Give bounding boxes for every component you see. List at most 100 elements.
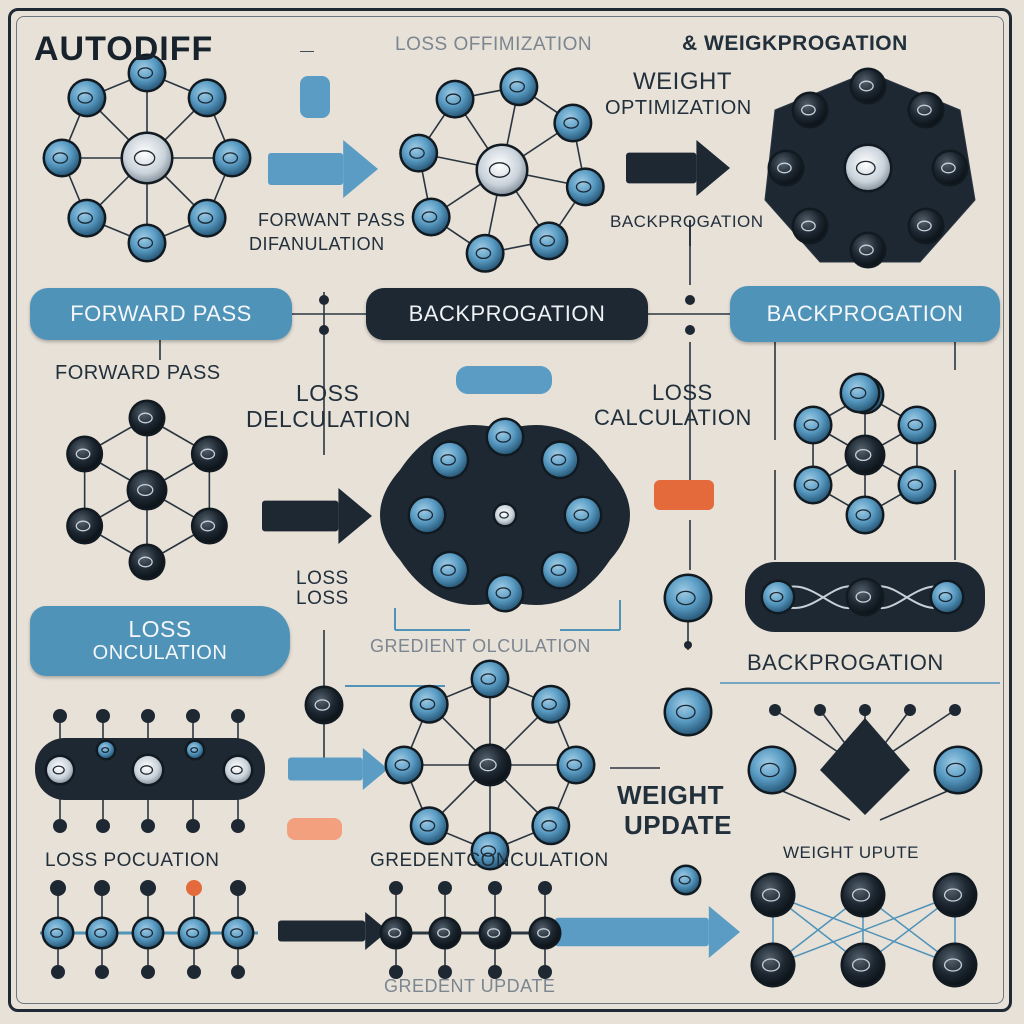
node-glyph — [801, 104, 816, 116]
node-glyph — [75, 448, 91, 460]
diamond — [820, 718, 910, 815]
network-node — [750, 748, 794, 792]
node-glyph — [419, 820, 436, 832]
junction-dot — [140, 880, 156, 896]
node-glyph — [133, 150, 156, 166]
network-node — [852, 70, 884, 102]
network-node — [555, 106, 590, 141]
node-glyph — [575, 181, 592, 193]
network-node — [753, 945, 793, 985]
node-glyph — [50, 928, 64, 938]
loss-pocuation-label: LOSS POCUATION — [45, 850, 220, 871]
outer-frame — [8, 8, 1012, 1012]
network-node — [193, 438, 226, 470]
junction-dot — [859, 704, 871, 716]
junction-dot — [230, 880, 246, 896]
junction-dot — [94, 880, 110, 896]
network-node — [909, 94, 942, 127]
junction-dot — [684, 641, 692, 649]
network-node — [481, 919, 509, 947]
node-glyph — [495, 431, 512, 443]
network-node — [763, 582, 793, 612]
network-node — [193, 510, 226, 542]
network-node — [909, 209, 942, 242]
network-node — [68, 438, 101, 470]
node-glyph — [563, 117, 579, 129]
network-node — [935, 945, 975, 985]
network-node — [473, 662, 507, 696]
node-glyph — [480, 673, 497, 685]
junction-dot — [186, 880, 202, 896]
node-glyph — [437, 928, 451, 938]
forward-pass-pill[interactable]: FORWARD PASS — [30, 288, 292, 340]
junction-dot — [538, 965, 552, 979]
network-node — [44, 919, 72, 947]
junction-dot — [949, 704, 961, 716]
network-node — [431, 919, 459, 947]
network-node — [131, 402, 163, 434]
junction-dot — [141, 709, 155, 723]
arrow-body — [555, 917, 709, 947]
network-node — [666, 576, 710, 620]
network-node — [559, 748, 593, 782]
network-node — [307, 688, 341, 722]
network-node — [543, 553, 578, 588]
junction-dot — [186, 709, 200, 723]
node-glyph — [855, 160, 876, 176]
network-node — [488, 576, 522, 610]
junction-dot — [50, 880, 66, 896]
node-glyph — [314, 699, 331, 711]
network-node — [932, 582, 962, 612]
node-glyph — [509, 80, 525, 93]
network-node — [794, 94, 827, 127]
node-glyph — [137, 67, 154, 79]
network-node — [852, 234, 884, 266]
network-node — [936, 748, 980, 792]
node-glyph — [907, 479, 924, 491]
node-glyph — [77, 212, 93, 224]
junction-dot — [538, 881, 552, 895]
junction-dot — [96, 819, 110, 833]
network-node — [543, 442, 578, 477]
network-node — [130, 56, 164, 90]
arrow-head — [696, 140, 730, 196]
node-glyph — [495, 587, 512, 599]
loss-loss-label-1: LOSS — [296, 568, 349, 589]
loss-onculation-tag[interactable]: LOSS ONCULATION — [30, 606, 290, 676]
network-node — [478, 146, 526, 194]
node-glyph — [803, 419, 820, 431]
backprogation-center-pill[interactable]: BACKPROGATION — [366, 288, 648, 340]
network-node — [473, 834, 507, 868]
loss-tag-line-2: ONCULATION — [92, 642, 228, 664]
node-glyph — [419, 698, 436, 710]
node-glyph — [445, 93, 462, 105]
network-node — [414, 199, 449, 234]
junction-dot — [389, 965, 403, 979]
node-glyph — [541, 820, 557, 832]
junction-dot — [231, 965, 245, 979]
node-glyph — [854, 448, 872, 462]
node-glyph — [77, 92, 93, 104]
backprogation-right-pill[interactable]: BACKPROGATION — [730, 286, 1000, 342]
row4-blue-arrow — [555, 906, 740, 958]
node-glyph — [52, 765, 65, 775]
node-glyph — [197, 92, 214, 104]
junction-dot — [186, 819, 200, 833]
network-node — [796, 468, 831, 502]
junction-dot — [438, 965, 452, 979]
arrow-head — [343, 140, 378, 198]
node-glyph — [945, 762, 966, 778]
network-node — [130, 226, 164, 260]
network-node — [123, 134, 171, 182]
node-glyph — [566, 759, 583, 771]
network-node — [770, 152, 802, 184]
network-node — [673, 867, 699, 893]
backprogation-lower-label: BACKPROGATION — [747, 650, 944, 675]
loss-tag-line-1: LOSS — [128, 616, 192, 642]
backward-arrow — [626, 140, 730, 196]
arrow-head — [708, 906, 740, 958]
network-node — [401, 136, 436, 171]
node-glyph — [394, 759, 411, 771]
network-node — [134, 919, 162, 947]
arrow-body — [262, 500, 339, 532]
